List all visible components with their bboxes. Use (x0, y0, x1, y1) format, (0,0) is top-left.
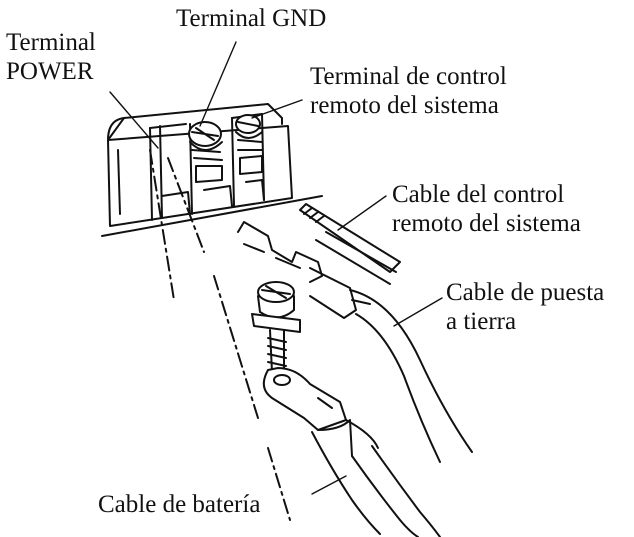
label-terminal-gnd: Terminal GND (176, 4, 326, 33)
label-terminal-power-line2: POWER (6, 58, 94, 85)
label-cable-remote-line2: remoto del sistema (392, 210, 581, 237)
label-terminal-power: Terminal POWER (6, 28, 96, 86)
remote-wire (299, 203, 401, 285)
ground-cable (237, 221, 473, 463)
label-terminal-remote: Terminal de control remoto del sistema (310, 62, 507, 120)
label-cable-ground-line2: a tierra (446, 308, 517, 335)
loose-screw (251, 281, 301, 373)
label-cable-remote-line1: Cable del control (392, 181, 565, 208)
label-cable-remote: Cable del control remoto del sistema (392, 180, 581, 238)
label-cable-ground: Cable de puesta a tierra (446, 278, 604, 336)
separator-line (101, 195, 323, 237)
label-terminal-gnd-line1: Terminal GND (176, 5, 327, 32)
label-terminal-power-line1: Terminal (6, 29, 96, 56)
label-cable-battery: Cable de batería (98, 490, 260, 519)
leader-lines (109, 41, 443, 495)
battery-cable (262, 367, 441, 537)
label-terminal-remote-line1: Terminal de control (310, 63, 507, 90)
block-screws (188, 114, 263, 183)
label-cable-ground-line1: Cable de puesta (446, 279, 605, 306)
label-cable-battery-line1: Cable de batería (98, 491, 261, 518)
label-terminal-remote-line2: remoto del sistema (310, 92, 499, 119)
